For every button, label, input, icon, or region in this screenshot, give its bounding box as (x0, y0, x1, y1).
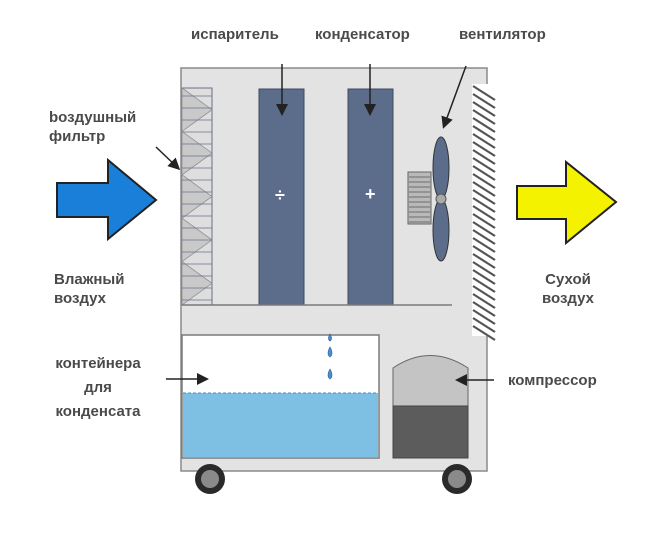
louver-slat (472, 117, 496, 133)
air-filter-label-line2: фильтр (49, 128, 106, 145)
humid-air-label-line1: Влажный (54, 271, 125, 288)
compressor (392, 355, 469, 459)
condenser-label: конденсатор (315, 26, 410, 43)
louver-slat (472, 85, 496, 101)
container-label-line3: конденсата (55, 403, 141, 420)
dry-air-outlet-arrow (516, 159, 618, 246)
water-droplets (327, 333, 333, 380)
louver-slat (472, 157, 496, 173)
louver-slat (472, 173, 496, 189)
condenser-symbol: + (365, 184, 376, 204)
compressor-label: компрессор (508, 372, 597, 389)
exhaust-louvers (472, 84, 496, 341)
louver-slat (472, 101, 496, 117)
louver-slat (472, 285, 496, 301)
filter-pointer (155, 146, 181, 171)
louver-slat (472, 253, 496, 269)
louver-slat (472, 197, 496, 213)
louver-slat (472, 261, 496, 277)
louver-slat (472, 109, 496, 125)
fan-pointer (441, 65, 467, 129)
louver-slat (472, 141, 496, 157)
louver-slat (472, 205, 496, 221)
dry-air-label-line1: Сухой (545, 271, 591, 288)
container-label: контейнера для конденсата (38, 352, 158, 424)
condensate-container (181, 334, 380, 459)
louver-slat (472, 293, 496, 309)
louver-slat (472, 93, 496, 109)
louver-slat (472, 181, 496, 197)
dry-air-label: Сухой воздух (528, 270, 608, 308)
air-filter (181, 87, 213, 306)
humid-air-inlet-arrow (56, 157, 158, 242)
evaporator-label: испаритель (191, 26, 279, 43)
fan-label: вентилятор (459, 26, 546, 43)
louver-slat (472, 165, 496, 181)
container-label-line1: контейнера (55, 355, 141, 372)
wheel-left (195, 464, 225, 494)
louver-slat (472, 301, 496, 317)
filter-pleat (181, 130, 213, 176)
filter-pleat (181, 260, 213, 306)
louver-slat (472, 229, 496, 245)
louver-slat (472, 189, 496, 205)
louver-slat (472, 237, 496, 253)
humid-air-label: Влажный воздух (54, 270, 124, 308)
humid-air-label-line2: воздух (54, 290, 107, 307)
louver-slat (472, 133, 496, 149)
louver-slat (472, 325, 496, 341)
dry-air-label-line2: воздух (541, 290, 595, 307)
evaporator-symbol: ÷ (275, 185, 285, 205)
louver-slat (472, 149, 496, 165)
condensate-water (183, 393, 378, 457)
louver-slat (472, 213, 496, 229)
louver-slat (472, 277, 496, 293)
fan-blades (432, 136, 450, 262)
louver-slat (472, 125, 496, 141)
filter-pleat (181, 174, 213, 219)
air-filter-label-line1: bоздушный (49, 109, 137, 126)
wheel-right (442, 464, 472, 494)
air-filter-label: bоздушный фильтр (49, 108, 136, 146)
fan-motor (407, 171, 432, 225)
filter-pleat (181, 87, 213, 133)
louver-slat (472, 269, 496, 285)
container-label-line2: для (84, 379, 112, 396)
louver-slat (472, 245, 496, 261)
louver-slat (472, 309, 496, 325)
louver-slat (472, 221, 496, 237)
louver-slat (472, 317, 496, 333)
